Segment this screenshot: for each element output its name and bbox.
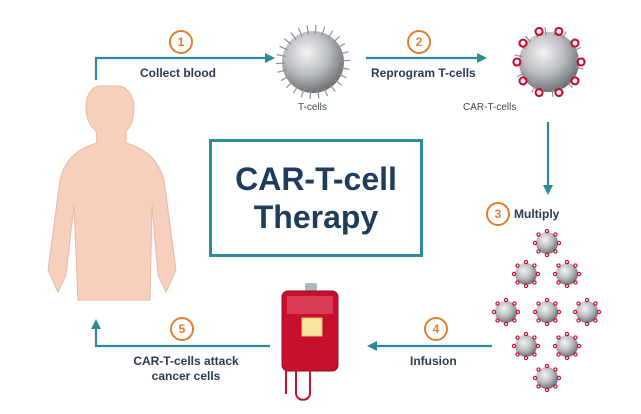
car-t-cell-icon: [519, 32, 579, 92]
multiplied-cell-9: [536, 367, 558, 389]
multiplied-cell-5: [536, 301, 558, 323]
iv-bag-icon: [281, 283, 339, 401]
step-number-2: 2: [407, 30, 431, 54]
multiplied-cell-4: [495, 301, 517, 323]
multiplied-cell-2: [515, 263, 537, 285]
multiplied-cell-receptors-3: [552, 259, 582, 289]
car-t-cells-label: CAR-T-cells: [463, 102, 517, 113]
step-label-multiply: Multiply: [514, 207, 560, 221]
step-label-attack: CAR-T-cells attack cancer cells: [124, 354, 248, 384]
step-label-attack-line1: CAR-T-cells attack: [133, 354, 239, 368]
multiplied-cell-receptors-2: [511, 259, 541, 289]
multiplied-cell-8: [556, 335, 578, 357]
t-cells-label: T-cells: [298, 102, 327, 113]
multiplied-cell-6: [576, 301, 598, 323]
car-t-cell-receptors: [512, 26, 586, 98]
step-number-3: 3: [486, 202, 510, 226]
step-label-reprogram: Reprogram T-cells: [371, 66, 476, 80]
step-label-attack-line2: cancer cells: [151, 369, 221, 383]
step-number-1: 1: [169, 30, 193, 54]
step-label-infusion: Infusion: [410, 354, 457, 368]
therapy-title-box: CAR-T-cell Therapy: [209, 139, 423, 257]
multiplied-cell-receptors-9: [532, 363, 562, 393]
human-body-figure: [47, 85, 177, 301]
step-label-collect-blood: Collect blood: [140, 66, 216, 80]
multiplied-cell-receptors-6: [572, 297, 602, 327]
arrow-collect-blood: [94, 53, 275, 80]
multiplied-cells-cluster: [491, 228, 602, 393]
step-number-4: 4: [424, 317, 448, 341]
multiplied-cell-receptors-7: [511, 331, 541, 361]
multiplied-cell-7: [515, 335, 537, 357]
multiplied-cell-3: [556, 263, 578, 285]
arrow-attack: [91, 319, 270, 348]
multiplied-cell-receptors-1: [532, 228, 562, 258]
t-cell-icon: [282, 31, 344, 93]
multiplied-cell-receptors-8: [552, 331, 582, 361]
t-cell-spikes: [276, 25, 350, 99]
multiplied-cell-1: [536, 232, 558, 254]
multiplied-cell-receptors-4: [491, 297, 521, 327]
title-line-1: CAR-T-cell: [235, 161, 397, 197]
title-line-2: Therapy: [253, 199, 379, 235]
step-number-5: 5: [170, 317, 194, 341]
multiplied-cell-receptors-5: [532, 297, 562, 327]
flow-arrows: [91, 53, 553, 351]
